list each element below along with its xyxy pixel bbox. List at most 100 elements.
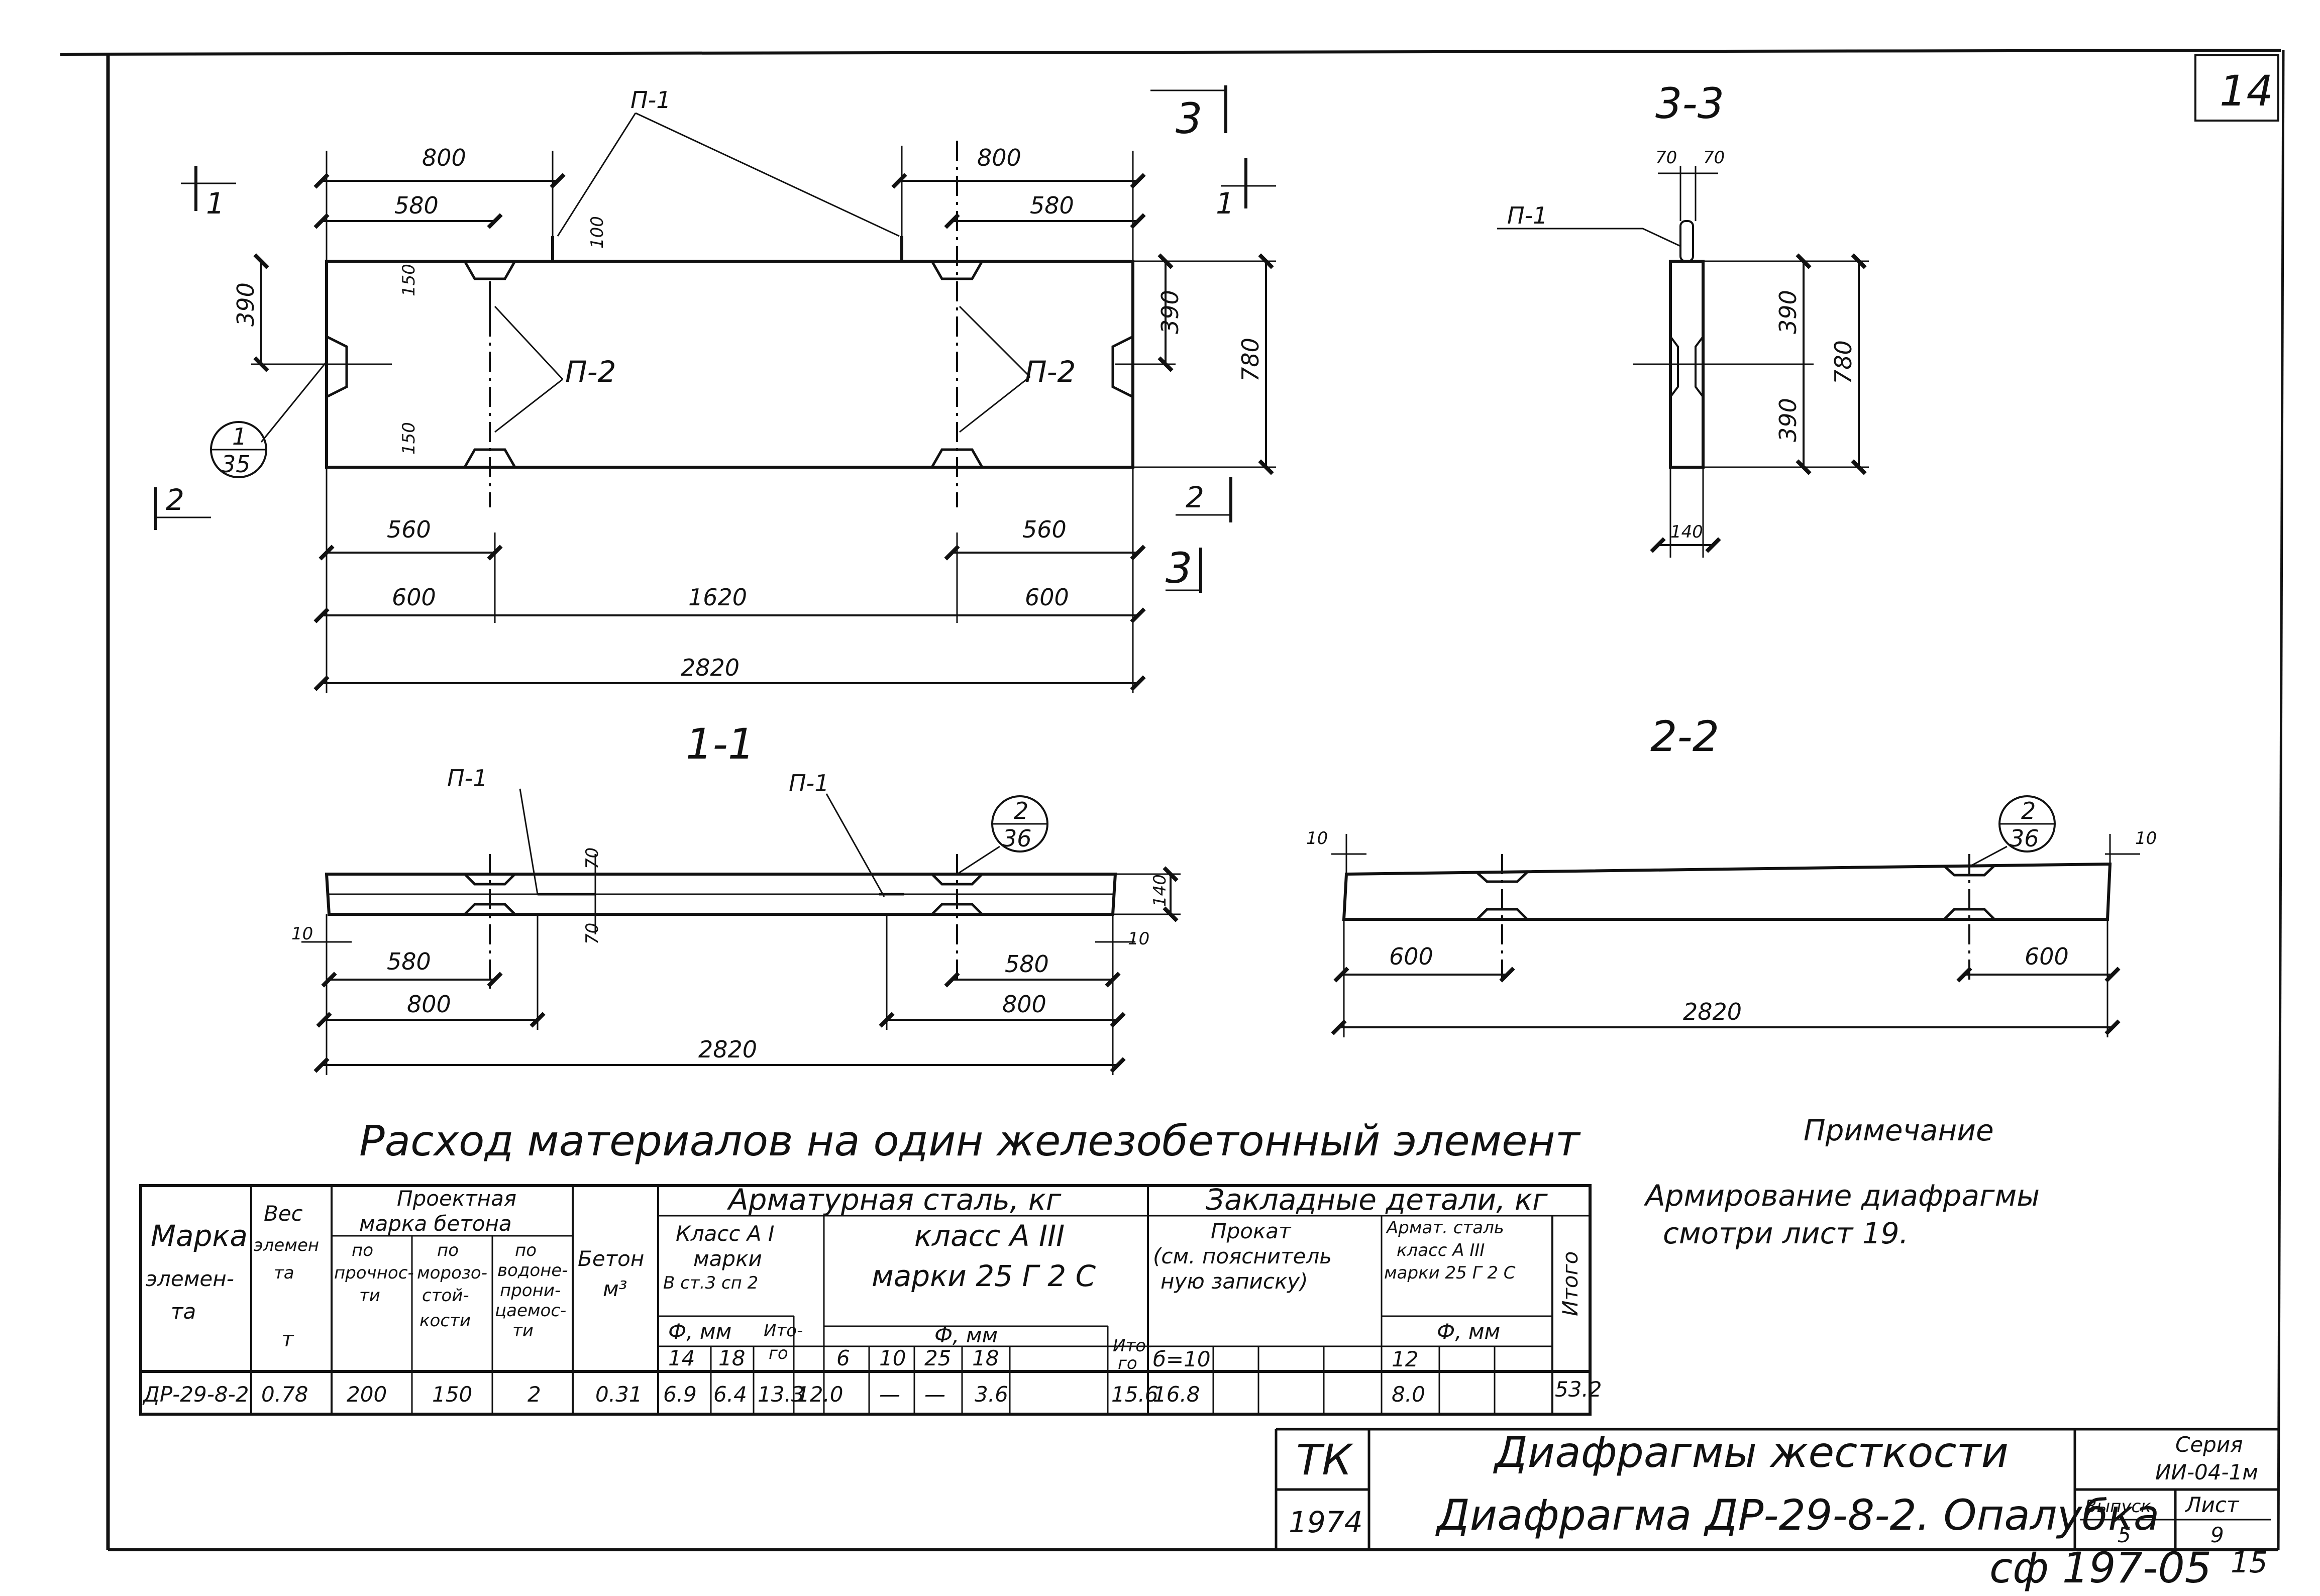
s22-dim-10a: 10 [1306, 828, 1328, 848]
cut-1-left: 1 [206, 186, 225, 221]
h-armat: Арматурная сталь, кг [726, 1183, 1062, 1217]
h-moroz-1: по [437, 1240, 459, 1260]
h-a1-itogo-1: Ито- [764, 1321, 803, 1341]
sheet-number: 14 [2220, 66, 2273, 116]
h-ves-1: Вес [264, 1201, 303, 1226]
s11-dim-70b: 70 [582, 923, 602, 944]
dim-560-left: 560 [387, 516, 431, 543]
title-line-2: Диафрагма ДР-29-8-2. Опалубка [1435, 1491, 2159, 1540]
note-line-2: смотри лист 19. [1663, 1216, 1909, 1250]
cell-ves: 0.78 [261, 1382, 308, 1407]
embed-top-left [463, 260, 516, 280]
s11-dim-10b: 10 [1128, 929, 1149, 949]
title-line-1: Диафрагмы жесткости [1493, 1428, 2009, 1477]
title-block-grid [1275, 1428, 2278, 1550]
callout-front-bottom: 35 [221, 451, 251, 478]
title-tk: ТК [1296, 1435, 1353, 1484]
dim-560-right: 560 [1022, 516, 1067, 543]
section-1-1 [301, 788, 1181, 1075]
embed-side-right [1111, 335, 1134, 398]
section-1-1-labels: 1-1 П-1 П-1 2 36 70 70 140 10 10 580 580… [291, 719, 1170, 1063]
cell-marka: ДР-29-8-2 [142, 1382, 249, 1407]
tag-p1-front: П-1 [630, 86, 671, 114]
h-klass-a1-1: Класс А I [676, 1221, 774, 1246]
section-1-1-title: 1-1 [686, 719, 755, 769]
section-2-2-outline [1342, 862, 2112, 921]
s11-tag-p1b: П-1 [789, 770, 829, 797]
cell-a1-14: 6.9 [663, 1382, 697, 1407]
h-zaklad: Закладные детали, кг [1206, 1183, 1548, 1217]
h-prokat-3: ную записку) [1161, 1269, 1308, 1294]
section-2-2-title: 2-2 [1650, 712, 1719, 761]
section-3-3-title: 3-3 [1655, 79, 1724, 128]
sheet-frame [60, 49, 2285, 1551]
s11-dim-800a: 800 [407, 991, 451, 1018]
dim-600-left: 600 [392, 584, 436, 611]
seria-value: ИИ-04-1м [2155, 1460, 2258, 1484]
cell-a1-itogo: 13.3 [758, 1382, 805, 1407]
h-ves-2: элемен [254, 1235, 319, 1255]
s22-dim-600b: 600 [2025, 943, 2069, 970]
s11-dim-800b: 800 [1002, 991, 1046, 1018]
h-prochn-1: по [352, 1240, 373, 1260]
h-marka-2: элемен- [146, 1266, 234, 1291]
seria-label: Серия [2175, 1432, 2243, 1457]
dim-2820: 2820 [681, 654, 740, 681]
s11-dim-580b: 580 [1005, 950, 1049, 978]
h-a1-d18: 18 [718, 1346, 745, 1370]
h-a3-d10: 10 [879, 1346, 906, 1370]
h-a3-d18: 18 [972, 1346, 999, 1370]
cut-3-top: 3 [1176, 94, 1202, 143]
s11-dim-70a: 70 [582, 847, 602, 869]
s33-tag-p1: П-1 [1507, 202, 1547, 229]
materials-table-grid [139, 1184, 1592, 1416]
bottom-page: 15 [2231, 1545, 2268, 1579]
h-armst-3: марки 25 Г 2 С [1384, 1263, 1516, 1283]
list-label: Лист [2184, 1493, 2240, 1517]
s33-dim-390b: 390 [1774, 398, 1802, 442]
h-klass-a1-3: В ст.3 сп 2 [663, 1273, 758, 1293]
vypusk-label: Выпуск [2085, 1497, 2151, 1517]
h-a3-d6: 6 [836, 1346, 850, 1370]
h-a1-d14: 14 [668, 1346, 695, 1370]
materials-table-header: Марка элемен- та Вес элемен та т Проектн… [146, 1183, 1583, 1373]
h-a1-phi: Ф, мм [668, 1319, 731, 1344]
h-zak-phi: Ф, мм [1437, 1319, 1500, 1344]
cut-1-right: 1 [1216, 186, 1234, 221]
h-a1-itogo-2: го [769, 1343, 788, 1363]
s11-dim-10a: 10 [291, 924, 313, 944]
dim-100: 100 [587, 216, 607, 249]
h-armst-1: Армат. сталь [1386, 1218, 1504, 1238]
s11-tag-p1a: П-1 [447, 765, 487, 792]
vypusk-value: 5 [2118, 1523, 2131, 1547]
note-line-1: Армирование диафрагмы [1643, 1179, 2040, 1213]
h-moroz-4: кости [419, 1311, 471, 1331]
h-a3-itogo-1: Ито- [1113, 1336, 1152, 1356]
s33-dim-780: 780 [1830, 340, 1857, 384]
h-proekt-1: Проектная [397, 1186, 516, 1211]
h-zak-d12: 12 [1392, 1347, 1418, 1371]
h-vodo-1: по [515, 1240, 537, 1260]
h-marka-3: та [171, 1299, 196, 1324]
s11-callout-bottom: 36 [1002, 825, 1032, 852]
dim-600-right: 600 [1025, 584, 1069, 611]
front-view [154, 85, 1276, 693]
materials-title: Расход материалов на один железобетонный… [359, 1116, 1581, 1165]
h-prochn-2: прочнос- [334, 1263, 414, 1283]
dim-150-top: 150 [399, 264, 419, 296]
dim-780: 780 [1237, 338, 1264, 382]
bottom-code: сф 197-05 [1989, 1543, 2211, 1592]
h-moroz-3: стой- [422, 1286, 469, 1306]
cut-2-right: 2 [1186, 480, 1204, 514]
dim-150-bottom: 150 [399, 422, 419, 455]
dim-580-right: 580 [1030, 192, 1074, 219]
h-a3-d25: 25 [924, 1346, 951, 1370]
cell-armat-12: 8.0 [1392, 1382, 1425, 1407]
tag-p2-left: П-2 [565, 355, 616, 389]
cell-itogo: 53.2 [1555, 1377, 1602, 1402]
cut-2-left: 2 [166, 483, 184, 517]
h-beton-2: м³ [603, 1276, 627, 1301]
s22-callout-bottom: 36 [2010, 825, 2039, 852]
s22-dim-10b: 10 [2135, 828, 2157, 848]
s33-dim-70b: 70 [1703, 148, 1725, 168]
